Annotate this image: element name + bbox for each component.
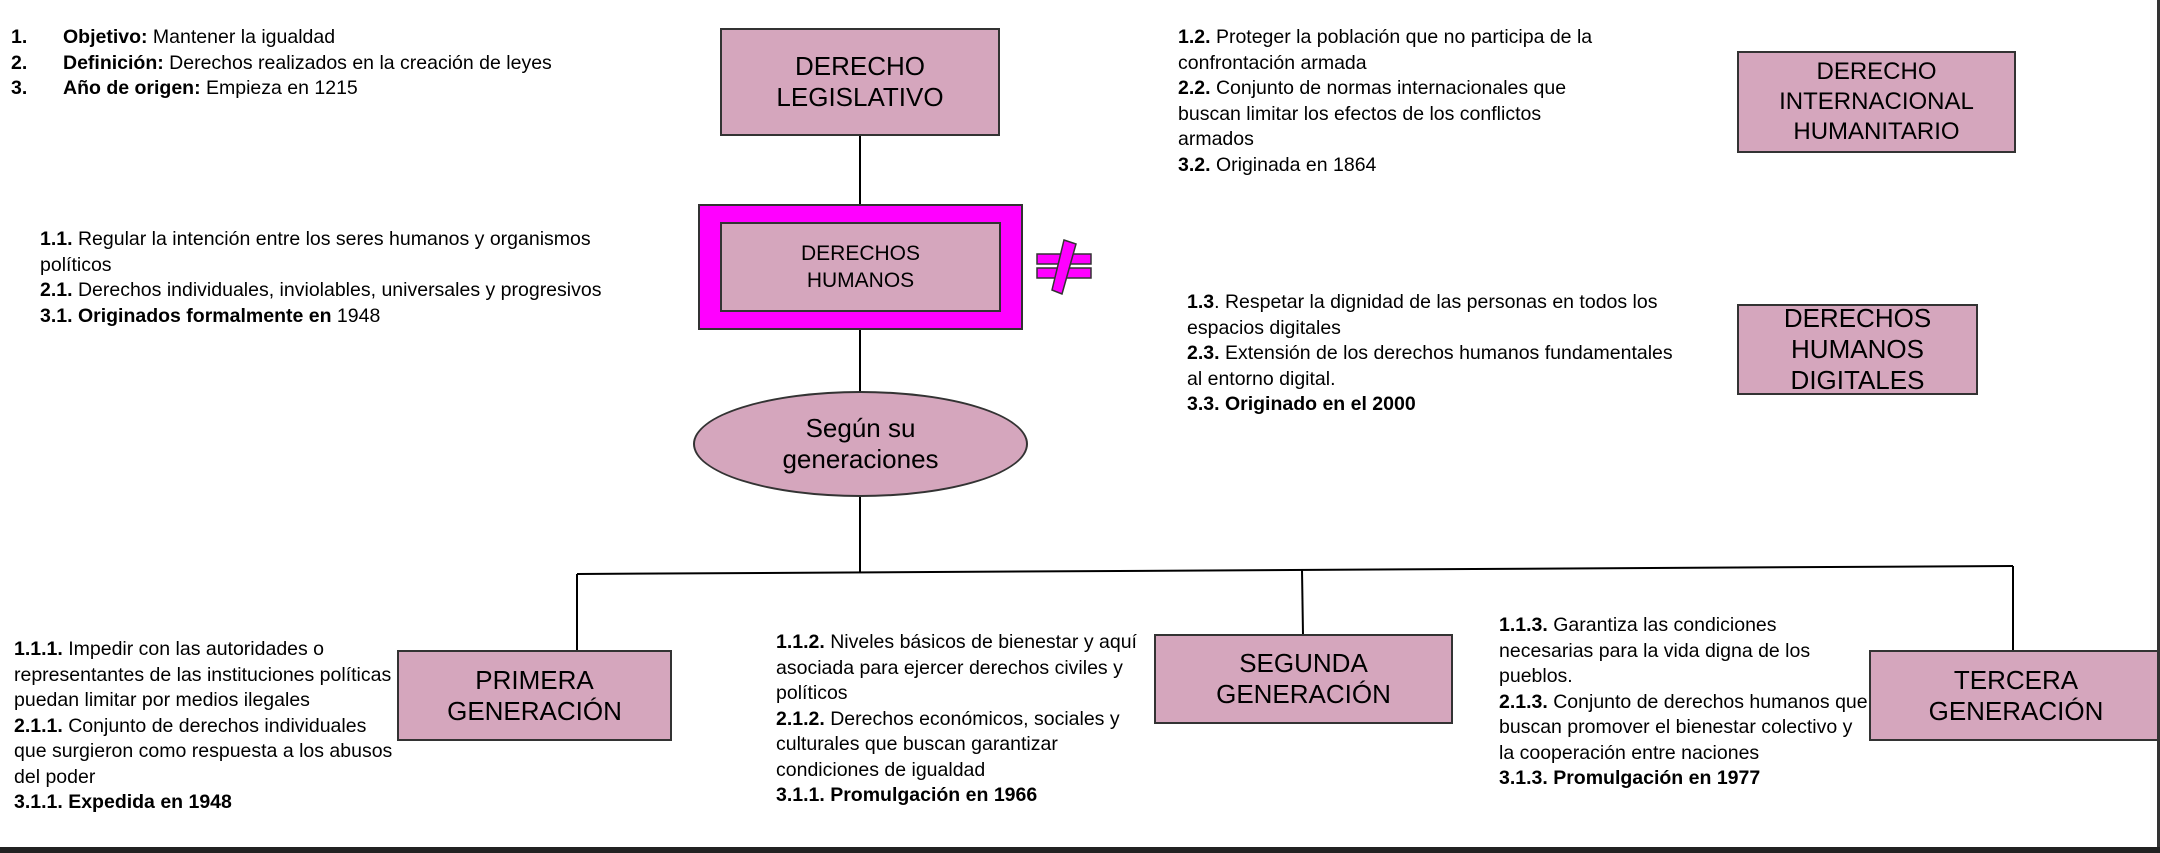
note-line: 2.Definición: Derechos realizados en la …: [11, 51, 552, 74]
note-line: 2.1. Derechos individuales, inviolables,…: [40, 279, 602, 301]
node-label: DERECHO LEGISLATIVO: [776, 51, 944, 112]
notes-derechos-humanos: 1.1. Regular la intención entre los sere…: [40, 227, 660, 329]
notes-legislativo: 1.Objetivo: Mantener la igualdad 2.Defin…: [11, 25, 651, 102]
node-derecho-internacional-humanitario: DERECHO INTERNACIONAL HUMANITARIO: [1737, 51, 2016, 153]
connector-humanos-generaciones: [859, 329, 861, 392]
node-derecho-legislativo: DERECHO LEGISLATIVO: [720, 28, 1000, 136]
note-line: 3.Año de origen: Empieza en 1215: [11, 77, 358, 99]
node-label: DERECHO INTERNACIONAL HUMANITARIO: [1779, 58, 1974, 145]
page-edge: [2157, 0, 2160, 853]
notes-internacional: 1.2. Proteger la población que no partic…: [1178, 25, 1618, 178]
node-segun-generaciones: Según su generaciones: [693, 391, 1028, 497]
node-derechos-humanos: DERECHOS HUMANOS: [720, 222, 1001, 312]
note-line: 3.2. Originada en 1864: [1178, 153, 1377, 176]
note-line: 3.1.1. Expedida en 1948: [14, 791, 232, 813]
note-line: 1.Objetivo: Mantener la igualdad: [11, 26, 336, 48]
node-label: DERECHOS HUMANOS: [800, 242, 921, 292]
note-line: 3.3. Originado en el 2000: [1187, 393, 1416, 415]
note-line: 3.1.1. Promulgación en 1966: [776, 784, 1038, 806]
connector-generaciones-down: [859, 497, 861, 573]
note-line: 1.3. Respetar la dignidad de las persona…: [1187, 291, 1658, 339]
note-line: 2.3. Extensión de los derechos humanos f…: [1187, 342, 1673, 390]
node-label: DERECHOS HUMANOS DIGITALES: [1783, 303, 1932, 395]
notes-primera: 1.1.1. Impedir con las autoridades o rep…: [14, 637, 394, 816]
note-line: 1.1. Regular la intención entre los sere…: [40, 228, 591, 276]
note-line: 1.1.2. Niveles básicos de bienestar y aq…: [776, 631, 1137, 704]
node-label: TERCERA GENERACIÓN: [1928, 664, 2104, 726]
node-label: Según su generaciones: [782, 413, 939, 474]
connector-legislativo-humanos: [859, 135, 861, 205]
notes-segunda: 1.1.2. Niveles básicos de bienestar y aq…: [776, 630, 1156, 809]
note-line: 2.1.3. Conjunto de derechos humanos que …: [1499, 690, 1868, 764]
node-label: PRIMERA GENERACIÓN: [447, 664, 622, 726]
notes-tercera: 1.1.3. Garantiza las condiciones necesar…: [1499, 613, 1869, 792]
note-line: 1.1.1. Impedir con las autoridades o rep…: [14, 638, 392, 711]
note-line: 3.1.3. Promulgación en 1977: [1499, 767, 1761, 789]
node-label: SEGUNDA GENERACIÓN: [1216, 648, 1391, 709]
page-bottom-edge: [0, 847, 2160, 853]
node-primera-generacion: PRIMERA GENERACIÓN: [397, 650, 672, 741]
note-line: 2.1.1. Conjunto de derechos individuales…: [14, 714, 393, 788]
node-segunda-generacion: SEGUNDA GENERACIÓN: [1154, 634, 1453, 724]
note-line: 2.1.2. Derechos económicos, sociales y c…: [776, 707, 1120, 781]
node-derechos-humanos-digitales: DERECHOS HUMANOS DIGITALES: [1737, 303, 1978, 395]
note-line: 1.1.3. Garantiza las condiciones necesar…: [1499, 614, 1811, 687]
note-line: 2.2. Conjunto de normas internacionales …: [1178, 77, 1567, 150]
node-tercera-generacion: TERCERA GENERACIÓN: [1869, 650, 2160, 741]
note-line: 3.1. Originados formalmente en 1948: [40, 304, 381, 327]
notes-digitales: 1.3. Respetar la dignidad de las persona…: [1187, 290, 1677, 418]
not-equal-icon: [1036, 239, 1092, 296]
note-line: 1.2. Proteger la población que no partic…: [1178, 26, 1593, 74]
